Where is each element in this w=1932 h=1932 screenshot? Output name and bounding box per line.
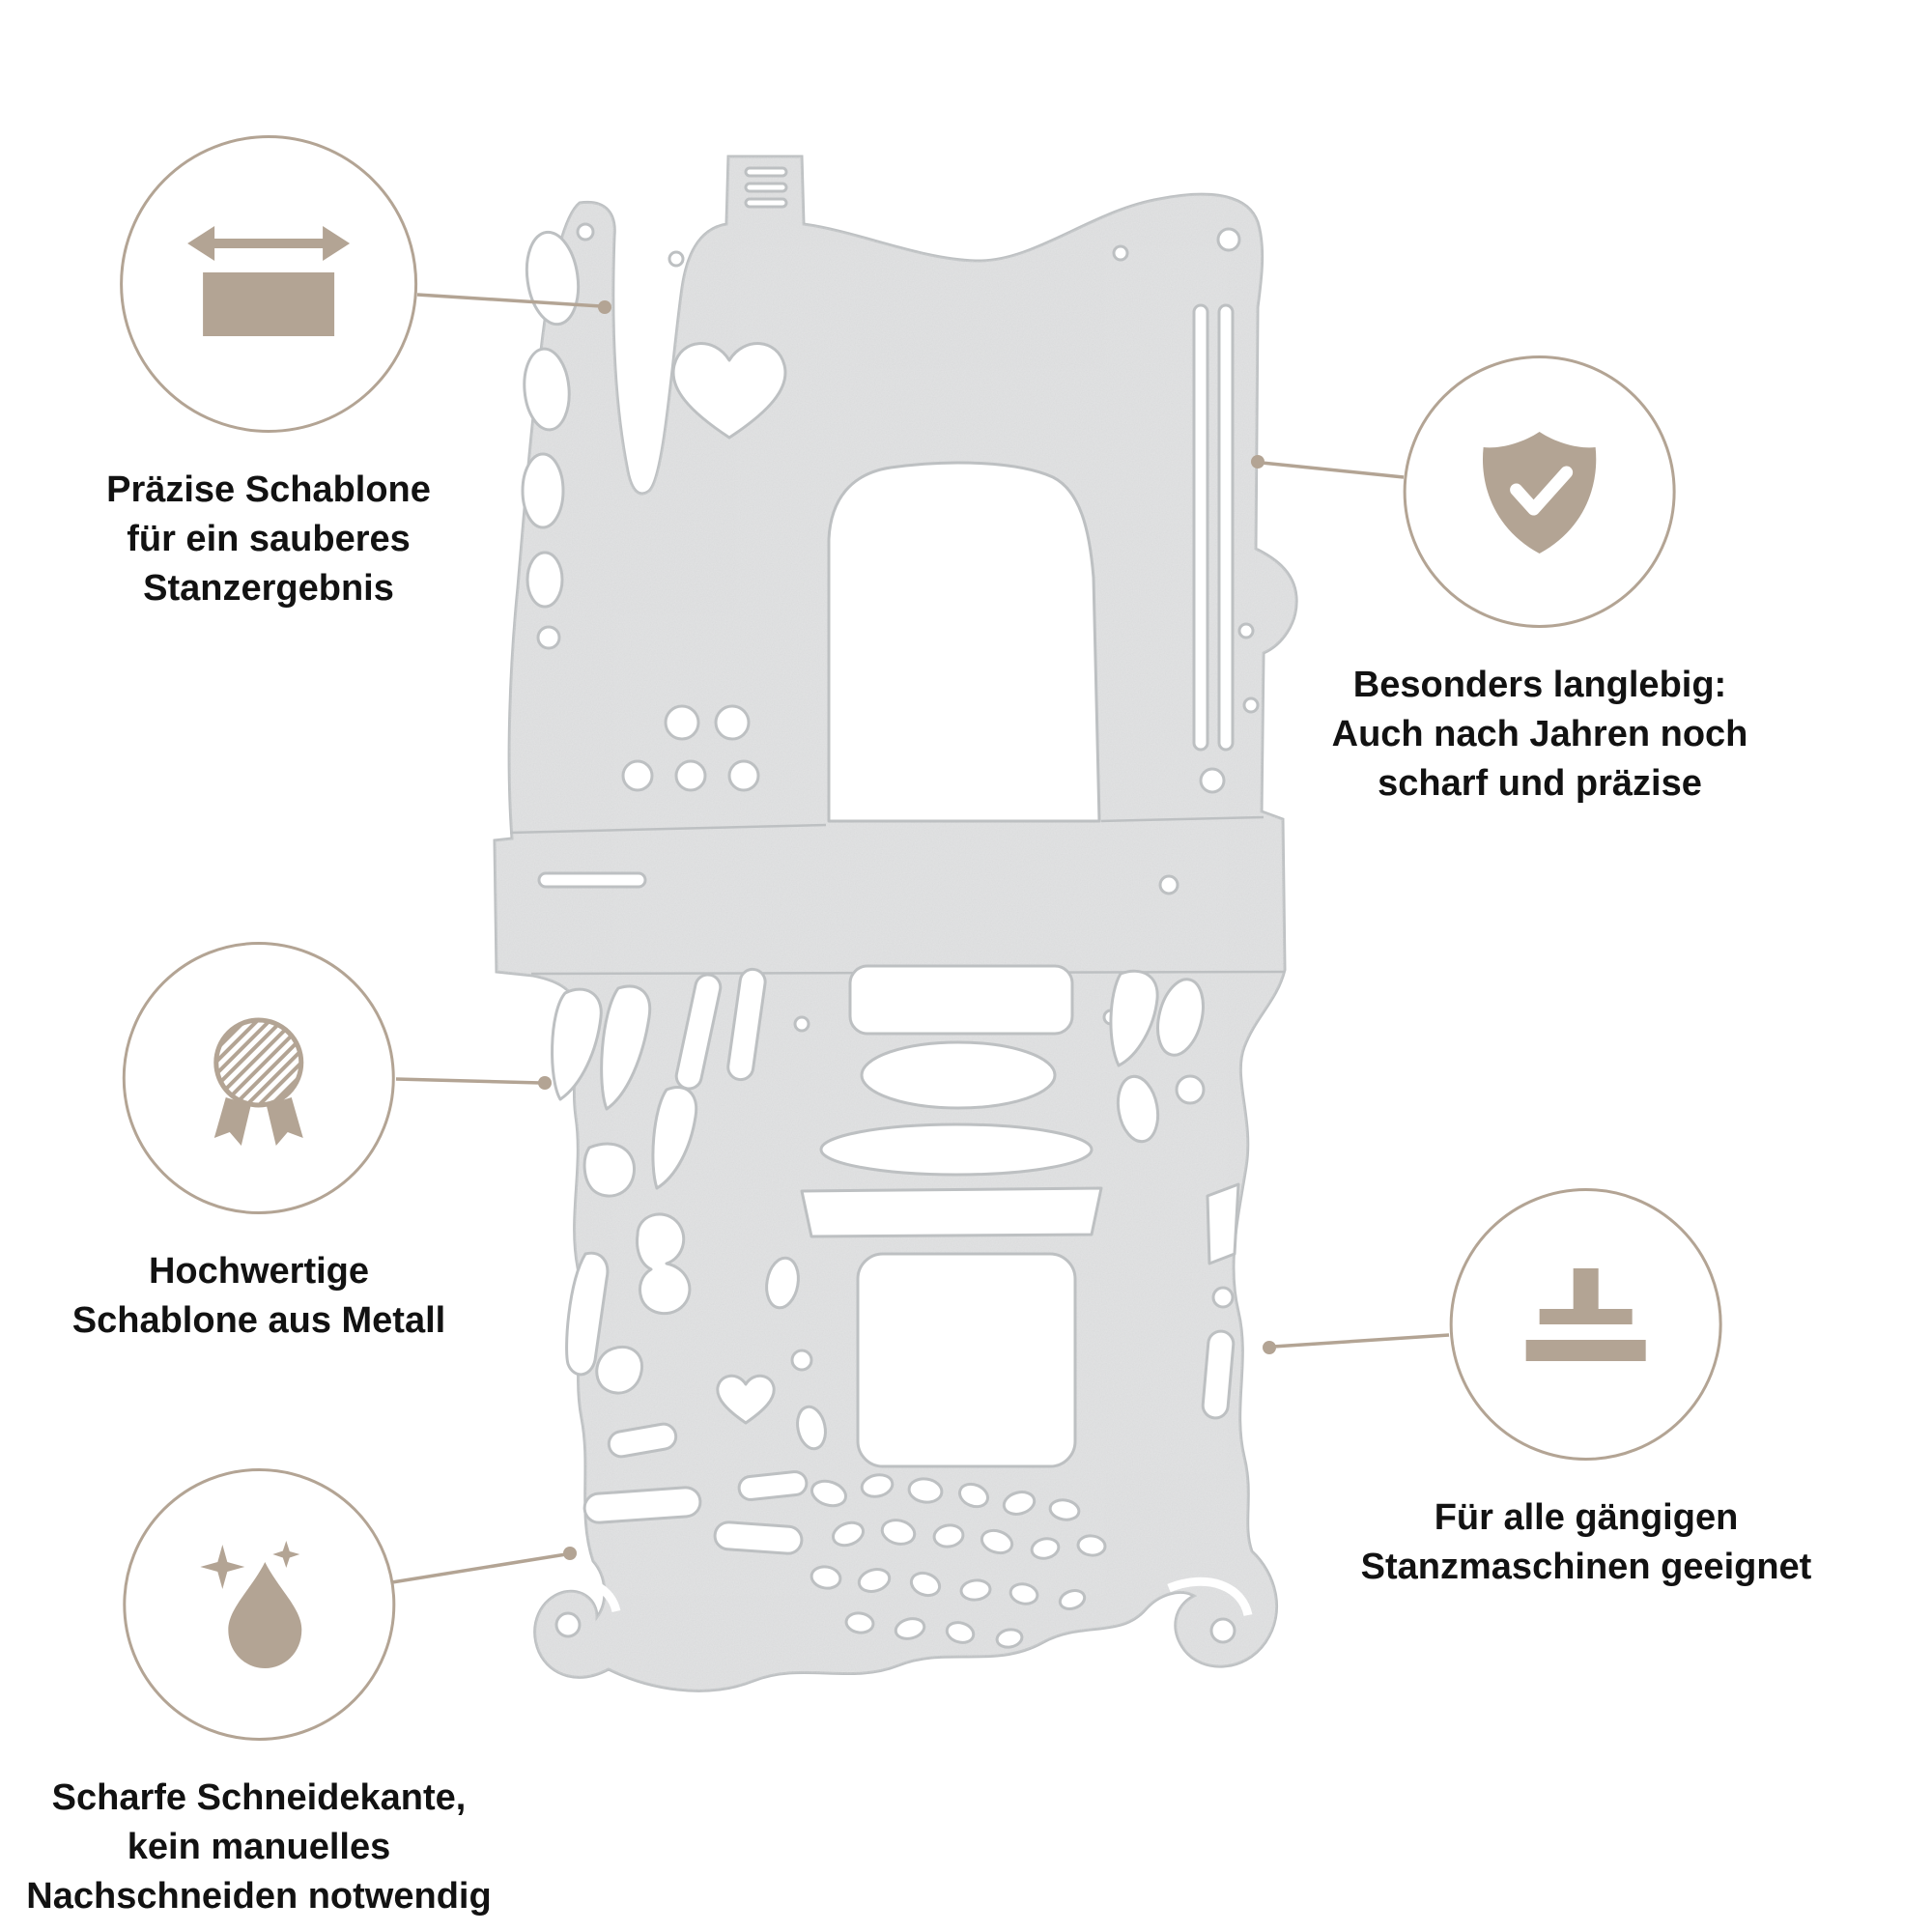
die-cut-sewing-machine: Metal die-cut stencil shaped like a vint… — [493, 155, 1298, 1692]
label-line: Besonders langlebig: — [1352, 665, 1727, 705]
label-line: Präzise Schablone — [106, 469, 431, 510]
quality-medal-icon — [213, 1017, 304, 1146]
shield-check-icon — [1483, 432, 1597, 554]
label-line: Schablone aus Metall — [71, 1299, 446, 1341]
heart-cutout — [671, 342, 787, 440]
quality-badge — [122, 942, 395, 1214]
callout-precision: Präzise Schablone für ein sauberes Stanz… — [106, 135, 431, 613]
droplet-sparkle-icon — [199, 1541, 301, 1668]
sharpness-badge — [122, 1468, 395, 1741]
label-line: für ein sauberes — [127, 518, 411, 559]
callout-quality: Hochwertige Schablone aus Metall — [72, 942, 445, 1346]
callout-sharpness-label: Scharfe Schneidekante, kein manuelles Na… — [26, 1774, 491, 1921]
precision-badge — [120, 135, 417, 433]
label-line: Auch nach Jahren noch — [1331, 713, 1748, 754]
label-line: Scharfe Schneidekante, — [51, 1777, 467, 1818]
label-line: kein manuelles — [127, 1826, 391, 1867]
callout-durability-label: Besonders langlebig: Auch nach Jahren no… — [1332, 661, 1748, 809]
label-line: Stanzmaschinen geeignet — [1360, 1546, 1812, 1587]
callout-sharpness: Scharfe Schneidekante, kein manuelles Na… — [26, 1468, 492, 1921]
callout-durability: Besonders langlebig: Auch nach Jahren no… — [1332, 355, 1748, 809]
small-heart-cutout — [716, 1374, 776, 1425]
callout-quality-label: Hochwertige Schablone aus Metall — [72, 1247, 445, 1346]
label-line: Für alle gängigen — [1434, 1497, 1739, 1538]
die-press-icon — [1525, 1268, 1646, 1361]
width-arrows-icon — [187, 226, 350, 336]
callout-compatibility-label: Für alle gängigen Stanzmaschinen geeigne… — [1361, 1493, 1812, 1592]
durability-badge — [1404, 355, 1676, 628]
compatibility-badge — [1449, 1188, 1722, 1461]
die-cutouts — [521, 166, 1260, 1649]
label-line: Hochwertige — [148, 1251, 370, 1292]
label-line: scharf und präzise — [1378, 762, 1702, 804]
callout-compatibility: Für alle gängigen Stanzmaschinen geeigne… — [1361, 1188, 1812, 1592]
label-line: Stanzergebnis — [143, 567, 394, 609]
callout-precision-label: Präzise Schablone für ein sauberes Stanz… — [106, 466, 431, 613]
label-line: Nachschneiden notwendig — [26, 1875, 492, 1917]
